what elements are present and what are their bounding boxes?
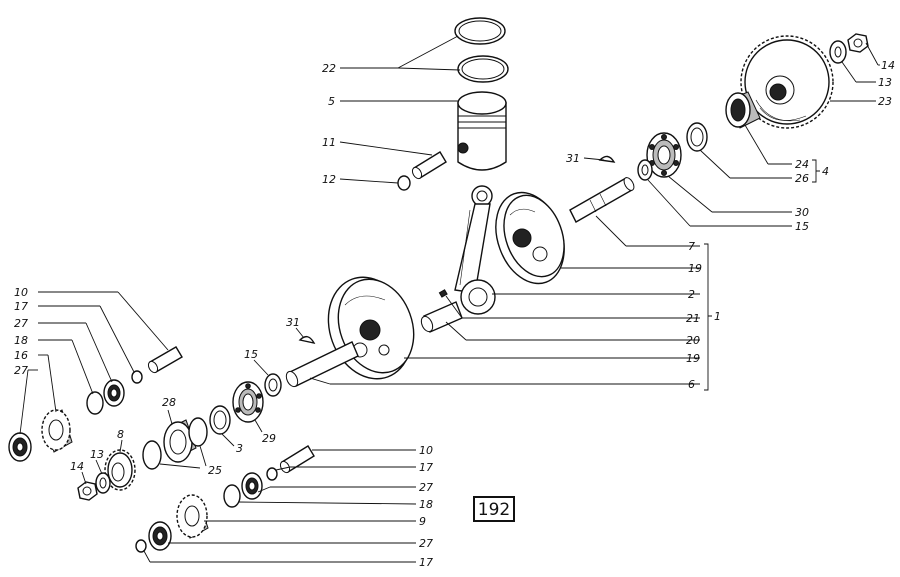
label-15-top: 15 (795, 220, 809, 233)
label-25: 25 (208, 464, 222, 477)
circlip-upper-part (131, 370, 143, 384)
label-27-bottom: 27 (419, 537, 433, 550)
pin-lower-part (279, 445, 315, 474)
washer-lower-part (95, 472, 111, 494)
main-bearing-part (646, 132, 682, 178)
piston-part (457, 91, 507, 171)
bearing-27-lower-part (241, 472, 263, 500)
label-31-top: 31 (566, 152, 580, 165)
label-10-lower: 10 (419, 444, 433, 457)
label-29: 29 (262, 432, 276, 445)
nut-lower-part (77, 481, 98, 501)
woodruff-key-part (598, 155, 616, 163)
left-shaft-part (285, 341, 359, 388)
label-21: 21 (686, 312, 700, 325)
gear-8-part (104, 449, 136, 491)
woodruff-key-lower-part (298, 335, 316, 345)
ring-18-upper-part (86, 391, 104, 415)
label-27-far-left: 27 (14, 364, 28, 377)
label-17-bottom: 17 (419, 556, 433, 569)
label-17-left: 17 (14, 300, 28, 313)
right-flywheel-part (495, 191, 565, 285)
label-9: 9 (419, 515, 426, 528)
label-3: 3 (236, 442, 243, 455)
label-22: 22 (322, 62, 336, 75)
label-30: 30 (795, 206, 809, 219)
piston-pin-part (411, 151, 447, 180)
part-labels: 22 5 11 12 14 13 23 24 26 4 31 30 15 7 1… (14, 59, 895, 569)
label-26: 26 (795, 172, 809, 185)
figure-number-box: 192 (473, 496, 515, 522)
label-18-left: 18 (14, 334, 28, 347)
label-8: 8 (117, 428, 124, 441)
label-27-lower: 27 (419, 481, 433, 494)
small-key-part (438, 289, 448, 298)
label-28: 28 (162, 396, 176, 409)
leader-lines (19, 35, 880, 563)
label-19-lower: 19 (686, 352, 700, 365)
label-15-lower: 15 (244, 348, 258, 361)
gear-16-part (41, 409, 73, 453)
label-14-top: 14 (881, 59, 895, 72)
figure-number: 192 (478, 500, 510, 520)
label-14-lower: 14 (70, 460, 84, 473)
label-31-lower: 31 (286, 316, 300, 329)
label-2: 2 (688, 288, 695, 301)
hub-part (725, 91, 761, 129)
ring-18-lower-part (223, 484, 241, 508)
label-5: 5 (328, 95, 335, 108)
bearing-27-upper-part (103, 379, 125, 407)
spacer-3-part (209, 405, 231, 435)
label-13-top: 13 (878, 76, 892, 89)
label-27-left-upper: 27 (14, 317, 28, 330)
bearing-28-part (142, 417, 208, 470)
pin-upper-part (147, 346, 183, 374)
label-24: 24 (795, 158, 809, 171)
label-7: 7 (688, 240, 695, 253)
crank-pin-part (420, 301, 463, 333)
label-12: 12 (322, 173, 336, 186)
piston-rings-part (454, 17, 509, 83)
label-17-lower: 17 (419, 461, 433, 474)
left-flywheel-part (327, 276, 415, 380)
label-23: 23 (878, 95, 892, 108)
thrust-washer-lower-part (264, 373, 282, 397)
circlip-lower-part (266, 467, 278, 481)
nut-part (847, 33, 869, 53)
bearing-27-bottom-part (148, 521, 172, 551)
label-10-left: 10 (14, 286, 28, 299)
thrust-washer-part (637, 159, 653, 181)
connecting-rod-part (454, 185, 496, 315)
spacer-ring-part (686, 122, 708, 152)
label-19-top: 19 (688, 262, 702, 275)
label-16: 16 (14, 349, 28, 362)
label-1: 1 (714, 310, 721, 323)
circlip-bottom-part (135, 539, 147, 553)
label-4: 4 (822, 165, 829, 178)
label-13-lower: 13 (90, 448, 104, 461)
washer-part (829, 40, 847, 64)
label-20: 20 (686, 334, 700, 347)
gear-9-part (176, 494, 209, 539)
label-18-lower: 18 (419, 498, 433, 511)
shaft-part (569, 177, 635, 223)
label-11: 11 (322, 136, 336, 149)
large-gear-part (740, 35, 834, 129)
circlip-part (397, 175, 411, 191)
bearing-27-left-part (8, 432, 32, 462)
label-6: 6 (688, 378, 695, 391)
bearing-29-part (232, 381, 264, 423)
